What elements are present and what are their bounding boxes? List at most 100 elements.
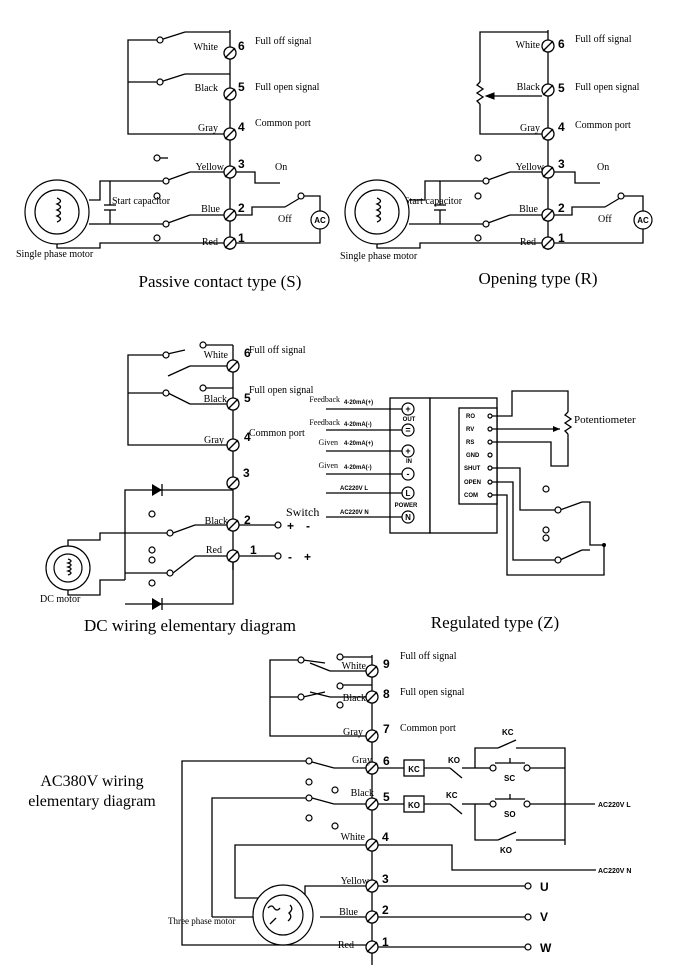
ac-terminal-7: [365, 729, 379, 743]
ac380-diagram: 9 8 7 6 5 4 3 2 1 White Black Gray Gray …: [28, 651, 631, 965]
reg-pot-label: Potentiometer: [574, 414, 636, 426]
opening-signal-5: Full open signal: [575, 82, 640, 93]
reg-pin-ro: RO: [466, 414, 475, 420]
ac-signal-9: Full off signal: [400, 651, 457, 662]
ac-num-2: 2: [382, 903, 389, 917]
dc-signal-4: Common port: [249, 428, 305, 439]
ac-num-4: 4: [382, 830, 389, 844]
opening-signal-3: On: [597, 162, 609, 173]
passive-signal-5: Full open signal: [255, 82, 320, 93]
reg-left-label-2: Feedback: [309, 418, 340, 427]
reg-pin-open: OPEN: [464, 480, 481, 486]
passive-num-1: 1: [238, 231, 245, 245]
ac-color-6: Gray: [352, 755, 372, 766]
dc-num-2: 2: [244, 513, 251, 527]
dc-num-6: 6: [244, 346, 251, 360]
ac-num-9: 9: [383, 657, 390, 671]
dc-terminal-4: [226, 438, 240, 452]
reg-pin-gnd: GND: [466, 453, 480, 459]
opening-color-6: White: [516, 40, 541, 51]
passive-signal-3: On: [275, 162, 287, 173]
dc-num-3: 3: [243, 466, 250, 480]
passive-color-5: Black: [195, 83, 218, 94]
opening-num-5: 5: [558, 81, 565, 95]
ac-phase-w: W: [540, 941, 552, 955]
passive-off-switch: [284, 197, 301, 208]
opening-color-2: Blue: [519, 204, 538, 215]
ac-terminal-3: [365, 879, 379, 893]
ac-num-8: 8: [383, 687, 390, 701]
ac-relay-ko-label: KO: [408, 801, 420, 810]
ac-phase-v: V: [540, 910, 548, 924]
ac-relay-kc-label: KC: [408, 765, 420, 774]
regulated-diagram: + = + - L N OUT IN POWER Feedback Feedba…: [309, 390, 636, 632]
reg-sym-5: L: [406, 489, 411, 498]
ac-button-sc-label: SC: [504, 774, 515, 783]
opening-signal-2: Off: [598, 214, 612, 225]
passive-color-6: White: [194, 42, 219, 53]
opening-terminal-2: [541, 208, 555, 222]
opening-capacitor-label: Start capacitor: [404, 196, 463, 207]
passive-motor-label: Single phase motor: [16, 249, 94, 260]
ac-num-6: 6: [383, 754, 390, 768]
passive-ac-label: AC: [314, 216, 326, 225]
dc-terminal-1: [226, 549, 240, 563]
ac-num-5: 5: [383, 790, 390, 804]
dc-plus-bottom: +: [304, 550, 311, 564]
ac-terminal-1: [365, 940, 379, 954]
reg-tag-in: IN: [406, 459, 412, 465]
ac-num-1: 1: [382, 935, 389, 949]
passive-diagram: 6 5 4 3 2 1 White Black Gray Yellow Blue…: [16, 30, 330, 291]
dc-minus-top: -: [306, 519, 310, 533]
passive-limit-switch-2: [159, 73, 186, 83]
opening-terminal-4: [541, 127, 555, 141]
opening-signal-6: Full off signal: [575, 34, 632, 45]
ac-color-9: White: [342, 661, 367, 672]
ac-signal-8: Full open signal: [400, 687, 465, 698]
reg-sym-1: +: [405, 404, 410, 414]
opening-diagram: 6 5 4 3 2 1 White Black Gray Yellow Blue…: [340, 30, 653, 288]
dc-diode-top-icon: [152, 484, 162, 496]
ac-color-4: White: [341, 832, 366, 843]
opening-motor-label: Single phase motor: [340, 251, 418, 262]
passive-terminal-2: [223, 208, 237, 222]
regulated-potentiometer-icon: [563, 411, 573, 435]
passive-signal-2: Off: [278, 214, 292, 225]
opening-num-1: 1: [558, 231, 565, 245]
ac-color-2: Blue: [339, 907, 358, 918]
ac-color-3: Yellow: [341, 876, 370, 887]
dc-terminal-3: [226, 476, 240, 490]
reg-left-label-1: Feedback: [309, 395, 340, 404]
opening-color-5: Black: [517, 82, 540, 93]
opening-title: Opening type (R): [479, 269, 598, 288]
passive-terminal-4: [223, 127, 237, 141]
reg-sym-2: =: [405, 425, 410, 435]
reg-pin-shut: SHUT: [464, 466, 481, 472]
dc-num-1: 1: [250, 543, 257, 557]
opening-off-switch: [604, 197, 621, 208]
reg-left-label-4: Given: [318, 461, 338, 470]
opening-potentiometer-icon: [475, 81, 485, 105]
passive-color-3: Yellow: [196, 162, 225, 173]
regulated-title: Regulated type (Z): [431, 613, 559, 632]
reg-left-value-1: 4-20mA(+): [344, 400, 373, 406]
dc-color-2: Black: [205, 516, 228, 527]
regulated-module-left: [389, 397, 431, 534]
ac-signal-7: Common port: [400, 723, 456, 734]
ac380-title-line2: elementary diagram: [28, 793, 156, 810]
ac-motor-label: Three phase motor: [168, 916, 235, 926]
ac-contact-ko-1: KO: [448, 756, 460, 765]
ac-terminal-9: [365, 664, 379, 678]
dc-signal-6: Full off signal: [249, 345, 306, 356]
ac-contact-kc-2: KC: [502, 728, 514, 737]
opening-num-4: 4: [558, 120, 565, 134]
opening-signal-4: Common port: [575, 120, 631, 131]
ac-button-so-label: SO: [504, 810, 516, 819]
dc-diagram: 6 5 4 3 2 1 White Black Gray Black Red F…: [40, 341, 319, 635]
passive-terminal-5: [223, 87, 237, 101]
ac-color-7: Gray: [343, 727, 363, 738]
regulated-left-terminals: [401, 402, 415, 524]
ac-terminal-4: [365, 838, 379, 852]
opening-color-4: Gray: [520, 123, 540, 134]
ac-terminal-5: [365, 797, 379, 811]
